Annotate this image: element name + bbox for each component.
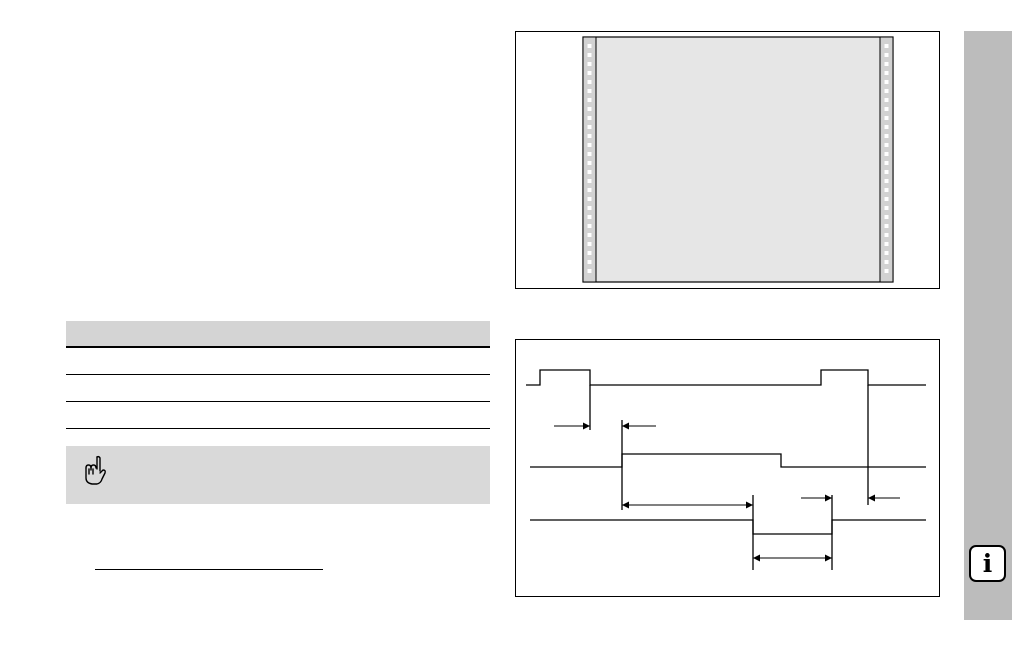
perforation-hole	[587, 197, 592, 201]
perforation-hole	[884, 143, 889, 147]
perforation-hole	[587, 89, 592, 93]
table-row-rule	[66, 401, 490, 402]
perforation-holes	[587, 44, 889, 273]
link-underline	[95, 569, 323, 570]
perforation-hole	[587, 125, 592, 129]
left-perforation-strip	[582, 36, 597, 283]
perforation-hole	[884, 98, 889, 102]
perforation-hole	[884, 161, 889, 165]
timing-diagram-svg	[526, 369, 926, 570]
perforation-hole	[587, 161, 592, 165]
perforation-hole	[587, 188, 592, 192]
perforation-hole	[884, 125, 889, 129]
perforation-hole	[587, 206, 592, 210]
perforation-hole	[884, 44, 889, 48]
perforation-hole	[884, 107, 889, 111]
paper-illustration	[582, 36, 894, 283]
table-row-rule	[66, 428, 490, 429]
perforation-hole	[587, 44, 592, 48]
perforation-hole	[884, 269, 889, 273]
paper-figure	[515, 31, 940, 289]
perforation-hole	[884, 179, 889, 183]
perforation-hole	[587, 62, 592, 66]
perforation-hole	[587, 107, 592, 111]
perforation-hole	[884, 215, 889, 219]
perforation-hole	[587, 215, 592, 219]
perforation-hole	[587, 260, 592, 264]
side-tab: i	[964, 31, 1012, 620]
info-icon[interactable]: i	[969, 545, 1006, 582]
perforation-hole	[587, 179, 592, 183]
perforation-hole	[884, 80, 889, 84]
perforation-hole	[884, 224, 889, 228]
perforation-hole	[587, 251, 592, 255]
perforation-hole	[884, 233, 889, 237]
signal-3	[530, 519, 926, 535]
right-perforation-strip	[879, 36, 894, 283]
note-box	[66, 446, 490, 504]
perforation-hole	[884, 89, 889, 93]
perforation-hole	[884, 188, 889, 192]
paper-sheet	[582, 36, 894, 283]
table-header	[66, 321, 490, 346]
perforation-hole	[884, 197, 889, 201]
perforation-hole	[884, 71, 889, 75]
perforation-hole	[587, 116, 592, 120]
perforation-hole	[884, 62, 889, 66]
perforation-hole	[587, 53, 592, 57]
perforation-hole	[884, 53, 889, 57]
perforation-hole	[884, 152, 889, 156]
timing-diagram	[515, 339, 940, 597]
perforation-hole	[587, 242, 592, 246]
perforation-hole	[587, 233, 592, 237]
perforation-hole	[587, 143, 592, 147]
perforation-hole	[884, 251, 889, 255]
perforation-hole	[587, 71, 592, 75]
perforation-hole	[587, 134, 592, 138]
perforation-hole	[884, 134, 889, 138]
signal-2	[530, 453, 926, 468]
perforation-hole	[884, 206, 889, 210]
perforation-hole	[884, 116, 889, 120]
perforation-hole	[884, 242, 889, 246]
perforation-hole	[884, 260, 889, 264]
perforation-hole	[587, 170, 592, 174]
table-header-rule	[66, 346, 490, 348]
pointing-hand-icon	[85, 455, 106, 485]
perforation-hole	[587, 98, 592, 102]
perforation-hole	[587, 269, 592, 273]
perforation-hole	[587, 152, 592, 156]
perforation-hole	[587, 80, 592, 84]
table-row-rule	[66, 374, 490, 375]
signal-1	[526, 369, 926, 386]
perforation-hole	[884, 170, 889, 174]
perforation-hole	[587, 224, 592, 228]
